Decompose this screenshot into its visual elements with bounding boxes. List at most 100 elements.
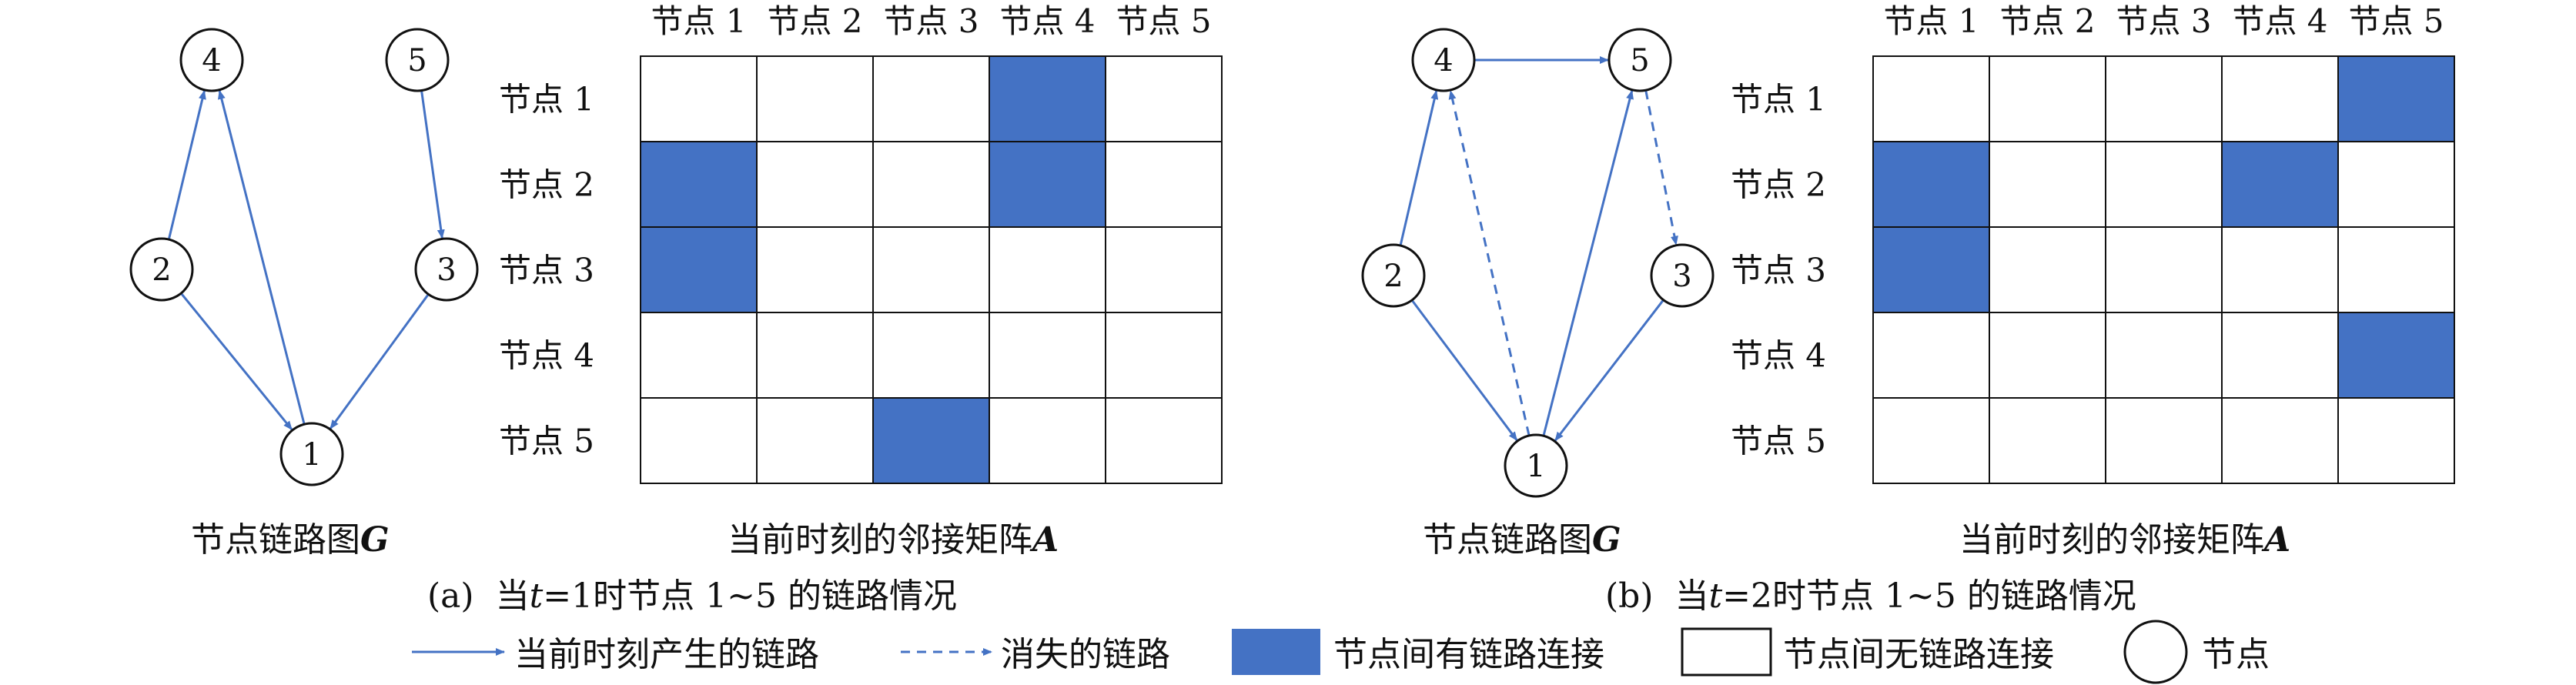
graph-node-label: 3 [1672,259,1691,294]
graph-caption-b: 节点链路图G [1423,512,1621,561]
matrix-cell-empty [1105,226,1223,313]
subfigure-suffix: 时节点 1~5 的链路情况 [1772,576,2136,616]
edge-2-to-4 [167,89,206,240]
matrix-cell-linked [1872,226,1990,313]
graph-node-label: 2 [1383,259,1403,294]
matrix-col-label: 节点 5 [1116,2,1211,40]
graph-caption-text: 节点链路图 [191,520,360,560]
matrix-cell-empty [989,226,1106,313]
matrix-cell-empty [2105,226,2223,313]
matrix-cell-empty [872,312,990,399]
matrix-cell-linked [989,55,1106,142]
matrix-cell-linked [989,141,1106,228]
matrix-row-label: 节点 4 [1731,337,1826,375]
matrix-cell-linked [2337,55,2455,142]
subfigure-equals: =1 [543,576,594,616]
graph-node-1 [1504,433,1568,498]
matrix-cell-linked [1872,141,1990,228]
graph-node-label: 2 [152,252,171,288]
matrix-row-label: 节点 1 [499,81,594,119]
matrix-cell-empty [1105,141,1223,228]
matrix-cell-empty [2105,55,2223,142]
edge-1-to-5 [1542,89,1634,436]
edge-5-to-3-dashed [1644,89,1678,246]
matrix-col-label: 节点 5 [2348,2,2444,40]
matrix-cell-empty [2337,226,2455,313]
matrix-col-label: 节点 3 [883,2,979,40]
matrix-cell-empty [2105,312,2223,399]
subfigure-caption-b: (b) 当t=2时节点 1~5 的链路情况 [1605,568,2136,617]
subfigure-suffix: 时节点 1~5 的链路情况 [593,576,957,616]
subfigure-variable: t [1708,576,1723,616]
edge-3-to-1 [329,293,430,429]
legend [412,620,2188,684]
legend-empty-swatch [1681,627,1772,677]
graph-node-2 [1361,243,1426,308]
matrix-cell-empty [872,226,990,313]
matrix-cell-linked [2337,312,2455,399]
matrix-row-label: 节点 3 [499,252,594,289]
matrix-cell-empty [1989,141,2106,228]
edge-2-to-4 [1399,89,1439,246]
matrix-row-label: 节点 2 [1731,166,1826,204]
edge-1-to-4 [217,89,306,425]
matrix-cell-empty [1105,312,1223,399]
matrix-col-label: 节点 4 [2232,2,2327,40]
graph-node-label: 5 [1630,43,1649,79]
matrix-caption-text: 当前时刻的邻接矩阵 [1959,520,2264,560]
subfigure-variable: t [529,576,544,616]
subfigure-prefix: 当 [495,576,530,616]
matrix-cell-empty [2221,397,2339,484]
graph-node-label: 1 [302,437,321,473]
graph-node-3 [414,237,479,302]
legend-node-circle [2123,620,2188,684]
matrix-cell-empty [640,397,758,484]
matrix-caption-text: 当前时刻的邻接矩阵 [728,520,1032,560]
matrix-cell-linked [2221,141,2339,228]
matrix-cell-empty [1105,55,1223,142]
graph-node-label: 4 [202,43,221,79]
edge-1-to-4-dashed [1448,90,1531,436]
matrix-cell-empty [989,397,1106,484]
edge-2-to-1 [180,292,293,431]
graph-node-label: 5 [407,43,427,79]
legend-node-label: 节点 [2202,635,2270,674]
subfigure-caption-a: (a) 当t=1时节点 1~5 的链路情况 [427,568,957,617]
matrix-cell-empty [872,141,990,228]
matrix-cell-empty [1989,55,2106,142]
matrix-cell-empty [756,55,874,142]
matrix-col-label: 节点 3 [2116,2,2211,40]
matrix-caption-symbol: A [1032,520,1059,560]
matrix-row-label: 节点 4 [499,337,594,375]
graph-node-label: 1 [1526,449,1545,484]
matrix-caption-symbol: A [2264,520,2291,560]
graph-node-4 [179,28,244,92]
graph-caption-symbol: G [1592,520,1621,560]
matrix-cell-empty [2221,312,2339,399]
matrix-cell-linked [640,141,758,228]
subfigure-label: (b) [1605,576,1654,616]
matrix-cell-linked [640,226,758,313]
matrix-caption-b: 当前时刻的邻接矩阵A [1959,512,2290,561]
graph-node-label: 3 [437,252,456,288]
matrix-row-label: 节点 5 [1731,423,1826,460]
graph-node-label: 4 [1434,43,1453,79]
matrix-cell-empty [1872,397,1990,484]
graph-caption-symbol: G [360,520,390,560]
matrix-cell-empty [756,226,874,313]
graph-node-4 [1411,28,1476,92]
graph-caption-text: 节点链路图 [1423,520,1592,560]
matrix-cell-empty [989,312,1106,399]
matrix-cell-empty [1105,397,1223,484]
matrix-col-label: 节点 2 [767,2,862,40]
matrix-col-label: 节点 4 [999,2,1095,40]
matrix-cell-empty [1989,226,2106,313]
matrix-cell-empty [2105,397,2223,484]
subfigure-prefix: 当 [1674,576,1709,616]
subfigure-equals: =2 [1722,576,1773,616]
graph-node-3 [1650,243,1715,308]
matrix-row-label: 节点 3 [1731,252,1826,289]
graph-caption-a: 节点链路图G [191,512,390,561]
